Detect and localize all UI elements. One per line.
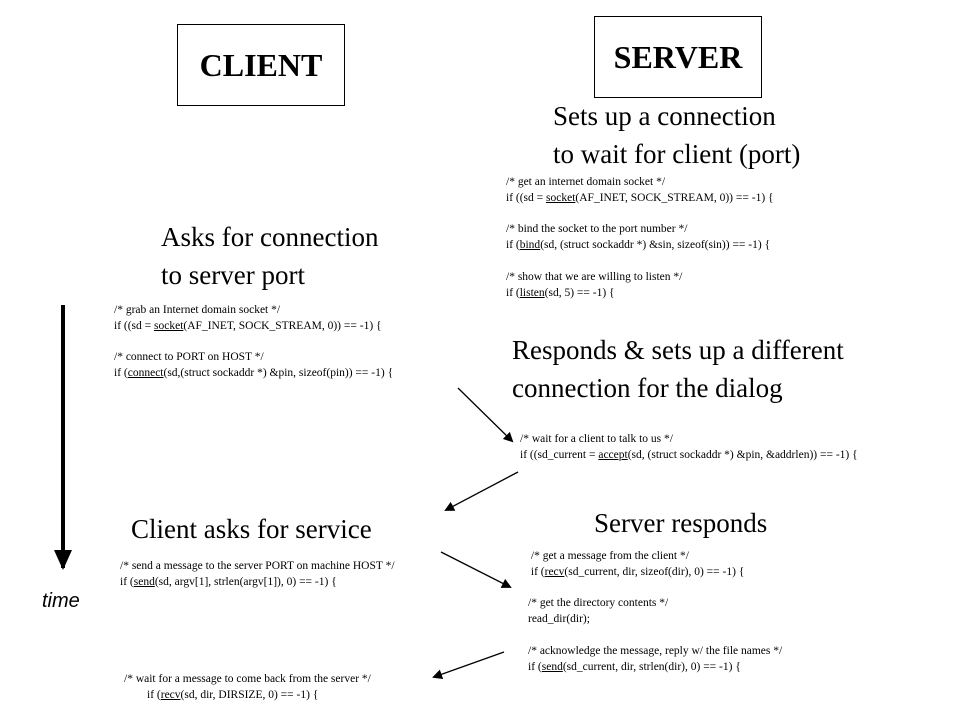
function-name: socket <box>546 191 576 204</box>
code-line: if (connect(sd,(struct sockaddr *) &pin,… <box>114 367 394 380</box>
code-line: if ((sd = socket(AF_INET, SOCK_STREAM, 0… <box>114 319 382 332</box>
code-line: if (recv(sd_current, dir, sizeof(dir), 0… <box>528 565 745 578</box>
code-line: /* get an internet domain socket */ <box>506 176 666 188</box>
code-line: /* wait for a client to talk to us */ <box>520 433 673 445</box>
arrow-connect-to-accept <box>457 387 514 443</box>
server-setup-code: /* get an internet domain socket */ if ((… <box>506 175 774 301</box>
function-name: connect <box>127 367 164 380</box>
code-line: /* wait for a message to come back from … <box>124 673 371 685</box>
code-line: /* bind the socket to the port number */ <box>506 223 688 236</box>
client-title-box: CLIENT <box>177 24 345 106</box>
server-respond-heading-line: Server responds <box>594 508 768 538</box>
code-line: /* acknowledge the message, reply w/ the… <box>528 644 783 657</box>
function-name: recv <box>544 565 565 578</box>
code-line: if ((sd_current = accept(sd, (struct soc… <box>520 448 858 461</box>
code-line: if (bind(sd, (struct sockaddr *) &sin, s… <box>506 239 771 252</box>
function-name: listen <box>519 286 545 299</box>
code-line: read_dir(dir); <box>528 613 590 626</box>
client-connect-code: /* grab an Internet domain socket */ if (… <box>114 303 393 382</box>
code-line: /* get the directory contents */ <box>528 597 669 610</box>
client-recv-code: /* wait for a message to come back from … <box>124 672 371 704</box>
code-line: /* grab an Internet domain socket */ <box>114 304 281 316</box>
function-name: send <box>133 575 155 588</box>
server-accept-heading: Responds & sets up a different connectio… <box>512 331 844 407</box>
code-line: if (recv(sd, dir, DIRSIZE, 0) == -1) { <box>124 688 319 701</box>
client-connect-heading: Asks for connection to server port <box>161 218 378 294</box>
time-label: time <box>42 590 80 612</box>
code-line: if (send(sd_current, dir, strlen(dir), 0… <box>528 660 741 673</box>
function-name: send <box>541 660 563 673</box>
server-setup-heading: Sets up a connection to wait for client … <box>553 97 800 173</box>
function-name: socket <box>154 319 184 332</box>
client-service-heading-line: Client asks for service <box>131 514 372 544</box>
client-service-heading: Client asks for service <box>131 510 372 548</box>
server-respond-heading: Server responds <box>594 504 767 542</box>
client-title: CLIENT <box>199 46 323 83</box>
code-line: /* connect to PORT on HOST */ <box>114 351 264 364</box>
function-name: recv <box>160 688 181 701</box>
server-setup-heading-line: Sets up a connection <box>553 101 776 131</box>
server-accept-heading-line: connection for the dialog <box>512 373 783 403</box>
code-line: if (listen(sd, 5) == -1) { <box>506 286 615 299</box>
server-setup-heading-line: to wait for client (port) <box>553 139 801 169</box>
server-accept-heading-line: Responds & sets up a different <box>512 335 844 365</box>
server-respond-code: /* get a message from the client */ if (… <box>528 549 782 675</box>
function-name: accept <box>598 448 628 461</box>
code-line: if ((sd = socket(AF_INET, SOCK_STREAM, 0… <box>506 191 774 204</box>
server-accept-code: /* wait for a client to talk to us */ if … <box>520 432 858 464</box>
function-name: bind <box>519 239 541 252</box>
code-line: if (send(sd, argv[1], strlen(argv[1]), 0… <box>120 575 337 588</box>
arrow-reply-to-client <box>432 651 505 680</box>
client-connect-heading-line: Asks for connection <box>161 222 379 252</box>
code-line: /* send a message to the server PORT on … <box>120 560 395 572</box>
server-title: SERVER <box>613 38 743 75</box>
code-line: /* get a message from the client */ <box>528 550 689 562</box>
client-connect-heading-line: to server port <box>161 260 305 290</box>
arrow-accept-to-service <box>444 471 519 511</box>
arrow-send-to-recv <box>440 551 512 588</box>
code-line: /* show that we are willing to listen */ <box>506 270 683 283</box>
server-title-box: SERVER <box>594 16 762 98</box>
client-service-code: /* send a message to the server PORT on … <box>120 559 395 591</box>
